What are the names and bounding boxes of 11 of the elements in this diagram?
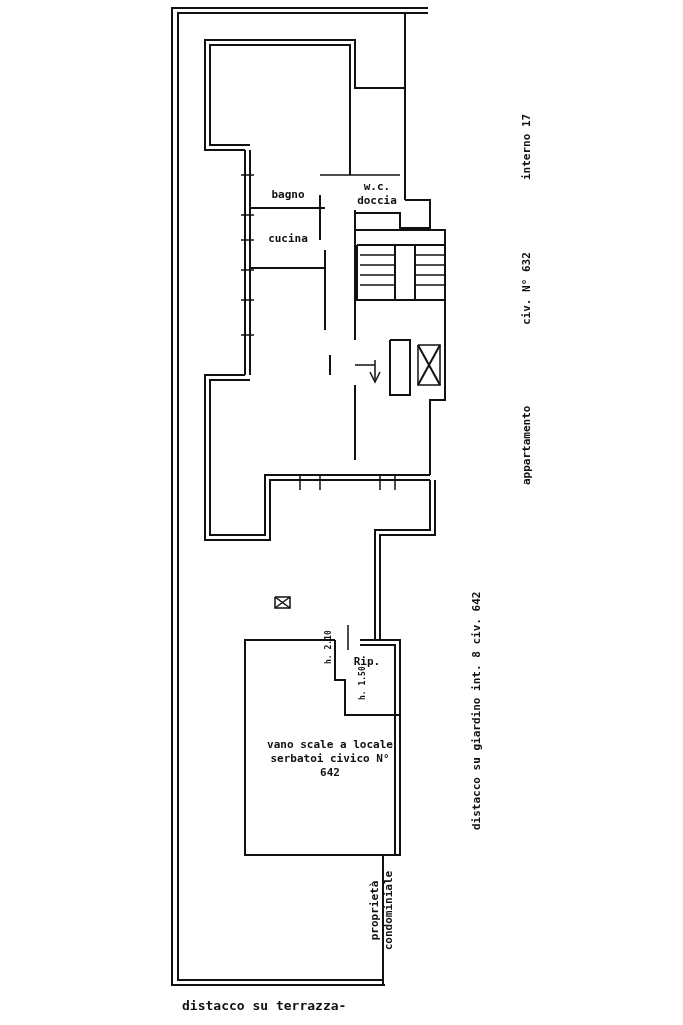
room-label: bagno bbox=[270, 188, 306, 202]
unit-label: interno 17 bbox=[520, 113, 534, 180]
room-label: w.c. doccia bbox=[356, 180, 398, 208]
distance-note: distacco su terrazza- bbox=[182, 998, 348, 1015]
boundary-note: proprietà condominiale bbox=[368, 869, 396, 953]
address-label: civ. N° 632 bbox=[520, 252, 534, 325]
distance-note: distacco su giardino int. 8 civ. 642 bbox=[470, 591, 484, 830]
room-label: vano scale a locale serbatoi civico N° 642 bbox=[266, 738, 394, 780]
height-note: h. 1.50 bbox=[358, 666, 367, 700]
title-label: appartamento bbox=[520, 405, 534, 485]
room-label: cucina bbox=[267, 232, 309, 246]
